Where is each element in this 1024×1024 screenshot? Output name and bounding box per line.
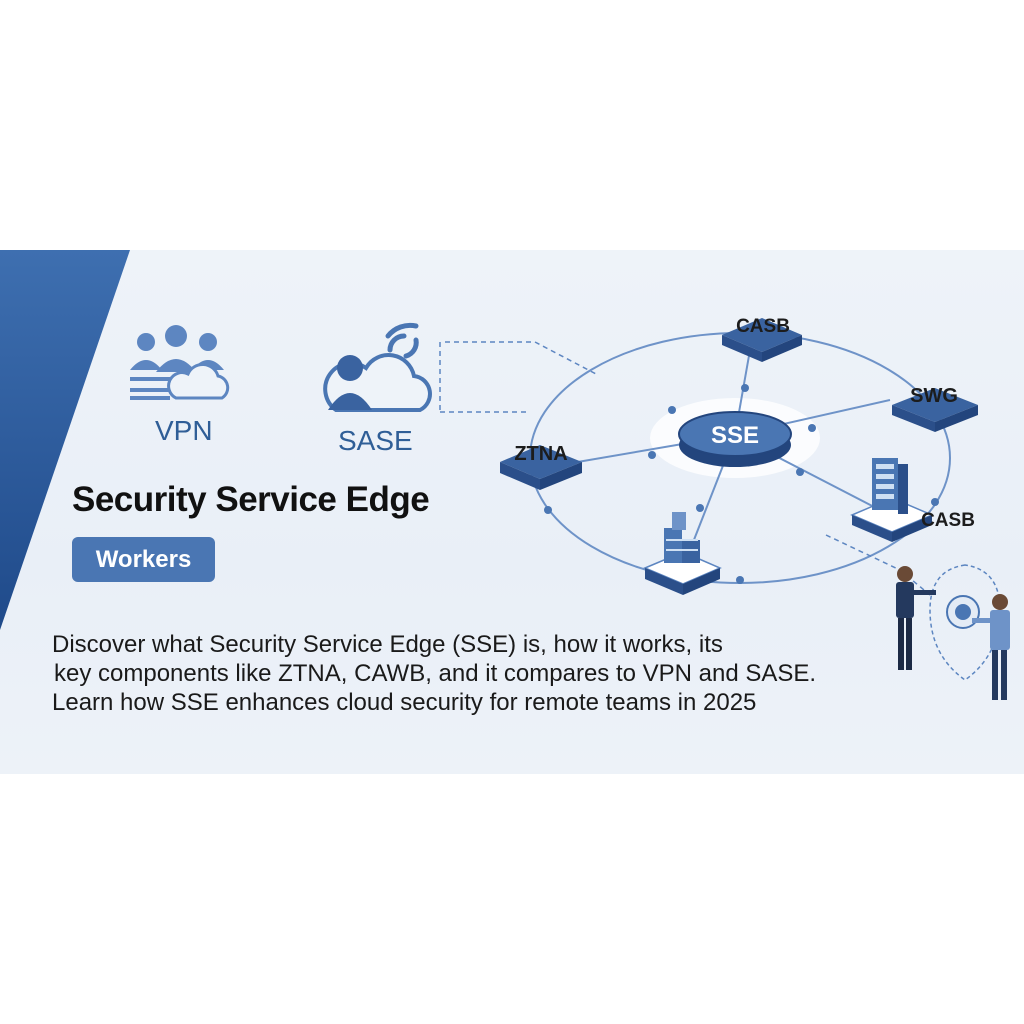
description-line-2: key components like ZTNA, CAWB, and it c… (54, 660, 817, 687)
hero-banner: VPN SASE Security Service Edge Workers D… (0, 250, 1024, 774)
sse-diagram: SSE CASB SWG ZTNA (439, 316, 1010, 700)
description: Discover what Security Service Edge (SSE… (52, 630, 932, 717)
svg-text:CASB: CASB (921, 510, 975, 531)
description-line-3: Learn how SSE enhances cloud security fo… (52, 689, 757, 716)
vpn-label: VPN (155, 415, 213, 446)
people-shield-icon (896, 564, 1010, 700)
swg-node: SWG (892, 385, 978, 432)
data-blocks-node (643, 512, 722, 595)
sse-hub (678, 411, 792, 457)
server-rack-icon (872, 458, 908, 514)
user-cloud-wifi-icon (323, 322, 432, 412)
svg-text:SWG: SWG (910, 385, 958, 407)
casb-bottom-node: CASB (850, 458, 975, 542)
sase-connector (445, 341, 599, 376)
ztna-node: ZTNA (500, 443, 582, 490)
svg-text:ZTNA: ZTNA (514, 443, 567, 465)
svg-text:CASB: CASB (736, 316, 790, 337)
data-blocks-icon (664, 512, 700, 563)
casb-top-node: CASB (722, 316, 802, 362)
sase-label: SASE (338, 425, 413, 456)
description-line-1: Discover what Security Service Edge (SSE… (52, 631, 723, 658)
users-cloud-icon (130, 325, 230, 400)
workers-badge[interactable]: Workers (72, 537, 215, 582)
sse-hub-label: SSE (711, 422, 759, 449)
accent-stripe (0, 250, 130, 630)
page-title: Security Service Edge (72, 480, 430, 519)
